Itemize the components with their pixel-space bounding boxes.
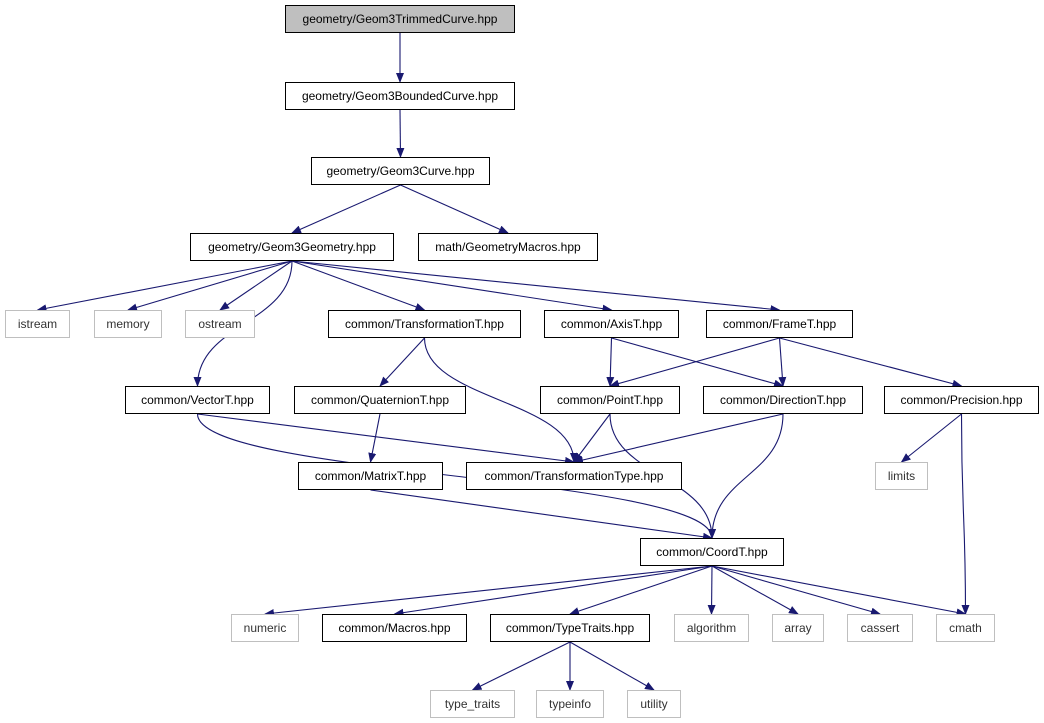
edge-transformation-to-quaternion (379, 337, 425, 387)
node-type-traits-std: type_traits (430, 690, 515, 718)
edge-transformation-to-transtype (423, 337, 578, 463)
node-coord-t[interactable]: common/CoordT.hpp (640, 538, 784, 566)
edge-vector-to-transtype (197, 413, 575, 465)
node-istream: istream (5, 310, 70, 338)
node-ostream: ostream (185, 310, 255, 338)
edge-geometry-to-transformation (291, 260, 426, 311)
edge-frame-to-precision (779, 337, 963, 388)
node-matrix-t[interactable]: common/MatrixT.hpp (298, 462, 443, 490)
edge-quaternion-to-matrix (368, 413, 381, 463)
edge-coord-to-cassert (711, 565, 881, 616)
node-geom3-geometry[interactable]: geometry/Geom3Geometry.hpp (190, 233, 394, 261)
edge-geometry-to-memory (127, 260, 293, 312)
node-cassert: cassert (847, 614, 913, 642)
node-type-traits-hpp[interactable]: common/TypeTraits.hpp (490, 614, 650, 642)
edge-frame-to-point (609, 337, 780, 388)
node-geometry-macros[interactable]: math/GeometryMacros.hpp (418, 233, 598, 261)
edge-geometry-to-axis (291, 260, 613, 313)
edge-direction-to-coord (708, 413, 784, 539)
edge-geometry-to-istream (36, 260, 293, 313)
edge-geometry-to-ostream (219, 260, 293, 311)
node-algorithm: algorithm (674, 614, 749, 642)
node-axis-t[interactable]: common/AxisT.hpp (544, 310, 679, 338)
node-transformation-t[interactable]: common/TransformationT.hpp (328, 310, 521, 338)
edge-vector-to-coord (196, 413, 716, 539)
edge-frame-to-direction (778, 337, 787, 387)
edge-direction-to-transtype (573, 413, 784, 464)
node-array: array (772, 614, 824, 642)
edge-point-to-transtype (573, 413, 611, 463)
edge-coord-to-array (711, 565, 799, 615)
node-vector-t[interactable]: common/VectorT.hpp (125, 386, 270, 414)
edge-coord-to-cmath (711, 565, 967, 617)
edge-bounded-to-curve (396, 109, 405, 158)
node-quaternion-t[interactable]: common/QuaternionT.hpp (294, 386, 466, 414)
edge-coord-to-algorithm (707, 565, 716, 615)
node-limits: limits (875, 462, 928, 490)
node-point-t[interactable]: common/PointT.hpp (540, 386, 680, 414)
node-utility: utility (627, 690, 681, 718)
node-cmath: cmath (936, 614, 995, 642)
node-direction-t[interactable]: common/DirectionT.hpp (703, 386, 863, 414)
edge-curve-to-geommacros (400, 184, 509, 234)
edge-curve-to-geometry (291, 184, 401, 234)
node-typeinfo: typeinfo (536, 690, 604, 718)
edge-coord-to-numeric (264, 565, 713, 618)
edge-axis-to-point (606, 337, 615, 387)
edge-typetraits-to-utility (569, 641, 655, 691)
node-geom3-trimmed-curve: geometry/Geom3TrimmedCurve.hpp (285, 5, 515, 33)
edge-geometry-to-frame (291, 260, 781, 314)
edge-precision-to-limits (900, 413, 962, 463)
node-macros[interactable]: common/Macros.hpp (322, 614, 467, 642)
node-numeric: numeric (231, 614, 299, 642)
node-precision[interactable]: common/Precision.hpp (884, 386, 1039, 414)
edge-coord-to-typetraits (569, 565, 713, 615)
edge-matrix-to-coord (370, 489, 713, 541)
node-geom3-curve[interactable]: geometry/Geom3Curve.hpp (311, 157, 490, 185)
node-transformation-type[interactable]: common/TransformationType.hpp (466, 462, 682, 490)
node-frame-t[interactable]: common/FrameT.hpp (706, 310, 853, 338)
edge-typetraits-to-type_traits (471, 641, 571, 691)
node-memory: memory (94, 310, 162, 338)
node-geom3-bounded-curve[interactable]: geometry/Geom3BoundedCurve.hpp (285, 82, 515, 110)
edge-precision-to-cmath (960, 413, 970, 615)
edge-axis-to-direction (611, 337, 784, 388)
edge-coord-to-macros (393, 565, 713, 617)
